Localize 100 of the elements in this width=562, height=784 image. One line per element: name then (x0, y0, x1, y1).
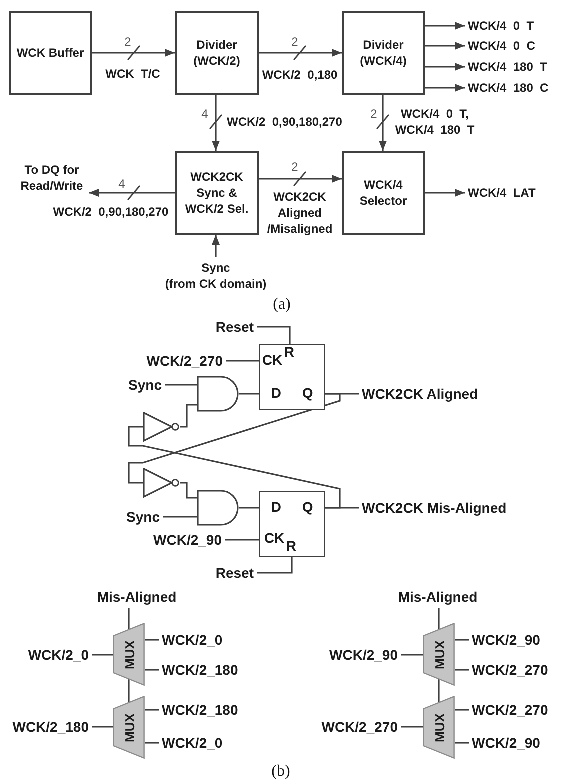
wire (128, 426, 341, 509)
edge-label: WCK/2_0,90,180,270 (227, 114, 342, 130)
signal-label: Reset (216, 565, 254, 581)
wire (438, 680, 440, 702)
wire (92, 654, 113, 656)
wire (401, 726, 423, 728)
wire (145, 669, 159, 671)
flip-flop (259, 491, 325, 557)
signal-label: WCK/2_90 (472, 632, 540, 648)
signal-label: WCK/2_180 (162, 702, 238, 718)
wire (163, 516, 197, 518)
signal-label: Sync (128, 377, 162, 393)
signal-label: WCK/4_180_C (468, 80, 549, 96)
signal-label: Sync (126, 509, 160, 525)
arrow (259, 49, 342, 57)
arrow (212, 95, 220, 151)
wire (180, 482, 197, 499)
mux-label: MUX (434, 713, 446, 742)
arrow (425, 63, 465, 71)
bus-width-label: 2 (370, 107, 378, 121)
edge-label: WCK/2_0,180 (262, 67, 338, 83)
destination-label: To DQ for Read/Write (18, 162, 86, 194)
wire (257, 326, 291, 344)
wire (239, 393, 259, 395)
signal-label: Mis-Aligned (97, 589, 177, 605)
signal-label: WCK/2_270 (472, 702, 548, 718)
signal-label: Mis-Aligned (398, 589, 478, 605)
mux-label: MUX (124, 640, 136, 669)
wire (145, 639, 159, 641)
subfigure-label: (a) (273, 296, 291, 314)
inverter-symbol (143, 468, 180, 498)
function-block (175, 11, 259, 95)
bus-width-label: 4 (118, 177, 126, 191)
wire (455, 639, 469, 641)
pin-label: CK (264, 531, 285, 546)
function-block (9, 11, 92, 95)
multiplexer-symbol (423, 696, 455, 759)
note-label: (from CK domain) (165, 276, 267, 292)
block-label: Divider (WCK/4) (359, 37, 408, 69)
bus-width-label: 2 (124, 35, 132, 49)
signal-label: WCK/2_0 (28, 647, 89, 663)
bus-width-label: 4 (202, 107, 208, 121)
signal-label: WCK/4_0_T (468, 18, 534, 34)
mux-label: MUX (124, 713, 136, 742)
bus-width-label: 2 (292, 160, 298, 174)
wire (128, 393, 341, 484)
signal-label: WCK/4_LAT (468, 185, 536, 201)
wire (455, 669, 469, 671)
wire (165, 384, 197, 386)
pin-label: CK (262, 353, 283, 368)
signal-label: WCK/2_0 (162, 735, 223, 751)
wire (145, 742, 159, 744)
arrow (425, 42, 465, 50)
wire (92, 726, 113, 728)
wire (455, 742, 469, 744)
signal-label: WCK/4_0_C (468, 38, 536, 54)
wire (128, 608, 130, 630)
signal-label: WCK/2_270 (472, 662, 548, 678)
block-label: WCK2CK Sync & WCK/2 Sel. (184, 169, 250, 217)
pin-label: D (271, 500, 282, 514)
multiplexer-symbol (113, 696, 145, 759)
wire (128, 680, 130, 702)
signal-label: WCK/2_180 (162, 662, 238, 678)
signal-label: WCK/2_180 (12, 719, 89, 735)
pin-label: R (286, 539, 297, 554)
edge-label: WCK/2_0,90,180,270 (53, 204, 169, 220)
edge-label: WCK/4_0_T, WCK/4_180_T (393, 106, 477, 138)
wire (239, 507, 259, 509)
wire (401, 654, 423, 656)
signal-label: WCK2CK Aligned (362, 386, 478, 402)
signal-label: WCK/2_270 (146, 353, 223, 369)
signal-label: Reset (216, 319, 254, 335)
arrow (89, 189, 175, 197)
block-label: WCK Buffer (16, 45, 84, 61)
signal-label: WCK/2_90 (330, 647, 398, 663)
function-block (342, 151, 425, 235)
signal-label: WCK/2_90 (472, 735, 540, 751)
wire (257, 557, 293, 574)
arrow (425, 84, 465, 92)
flip-flop (259, 344, 325, 410)
block-label: WCK/4 Selector (358, 177, 408, 209)
wire (226, 360, 259, 362)
multiplexer-symbol (113, 623, 145, 686)
wire (145, 709, 159, 711)
wire (180, 404, 197, 428)
bus-width-label: 2 (292, 35, 298, 49)
signal-label: WCK/2_0 (162, 632, 223, 648)
signal-label: Sync (202, 260, 230, 276)
signal-label: WCK/2_90 (154, 532, 222, 548)
arrow (379, 95, 387, 151)
subfigure-label: (b) (272, 763, 290, 781)
arrow (425, 22, 465, 30)
wire (438, 608, 440, 630)
signal-label: WCK2CK Mis-Aligned (362, 500, 507, 516)
function-block (342, 11, 425, 95)
signal-label: WCK/4_180_T (468, 59, 548, 75)
mux-label: MUX (434, 640, 446, 669)
arrow (425, 189, 465, 197)
arrow (92, 49, 175, 57)
arrow (259, 175, 342, 183)
